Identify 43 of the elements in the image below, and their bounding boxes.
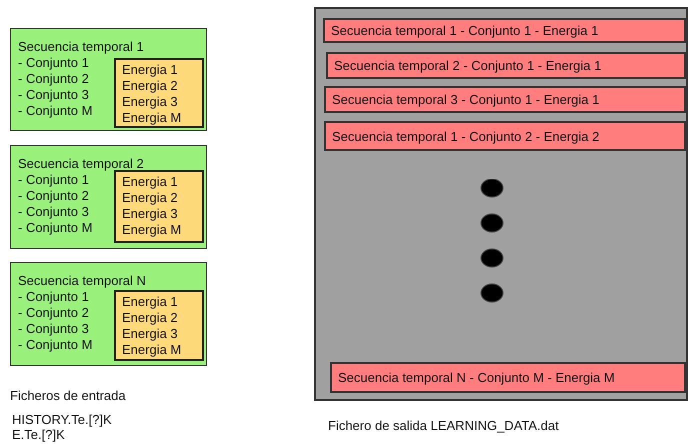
sequence-heading: Secuencia temporal N: [18, 273, 146, 289]
list-item: - Conjunto 3: [18, 321, 89, 337]
energy-item: Energia 2: [122, 78, 178, 94]
file-name: E.Te.[?]K: [12, 427, 65, 442]
sequence-heading: Secuencia temporal 2: [18, 156, 144, 172]
list-item: - Conjunto M: [18, 220, 92, 236]
list-item: - Conjunto 1: [18, 172, 89, 188]
sequence-box: [10, 145, 207, 249]
energy-item: Energia 3: [122, 206, 178, 222]
sequence-box: [10, 28, 207, 131]
sequence-box: [10, 262, 207, 366]
energy-item: Energia 1: [122, 62, 178, 78]
file-name: HISTORY.Te.[?]K: [12, 412, 112, 427]
energy-item: Energia 3: [122, 326, 178, 342]
energy-item: Energia M: [122, 342, 182, 358]
energy-item: Energia 2: [122, 310, 178, 326]
list-item: - Conjunto M: [18, 337, 92, 353]
list-item: - Conjunto 2: [18, 71, 89, 87]
record-bar: Secuencia temporal N - Conjunto M - Energia M: [330, 362, 686, 393]
output-file-panel: [314, 7, 688, 401]
energy-box: [114, 58, 204, 128]
energy-box: [114, 290, 204, 361]
energy-item: Energia 1: [122, 294, 178, 310]
energy-item: Energia 1: [122, 174, 178, 190]
list-item: - Conjunto 1: [18, 289, 89, 305]
record-bar: Secuencia temporal 1 - Conjunto 1 - Energia 1: [323, 18, 686, 43]
list-item: - Conjunto M: [18, 103, 92, 119]
energy-item: Energia 3: [122, 94, 178, 110]
list-item: - Conjunto 3: [18, 87, 89, 103]
record-bar: Secuencia temporal 1 - Conjunto 2 - Energia 2: [324, 121, 686, 151]
list-item: - Conjunto 1: [18, 55, 89, 71]
list-item: - Conjunto 2: [18, 188, 89, 204]
sequence-heading: Secuencia temporal 1: [18, 39, 144, 55]
caption: Ficheros de entrada: [10, 388, 126, 403]
energy-item: Energia 2: [122, 190, 178, 206]
caption: Fichero de salida LEARNING_DATA.dat: [328, 418, 559, 433]
record-bar: Secuencia temporal 2 - Conjunto 1 - Energia 1: [326, 52, 686, 79]
energy-box: [114, 170, 204, 243]
list-item: - Conjunto 3: [18, 204, 89, 220]
list-item: - Conjunto 2: [18, 305, 89, 321]
energy-item: Energia M: [122, 110, 182, 126]
record-bar: Secuencia temporal 3 - Conjunto 1 - Energia 1: [324, 86, 686, 113]
energy-item: Energia M: [122, 222, 182, 238]
